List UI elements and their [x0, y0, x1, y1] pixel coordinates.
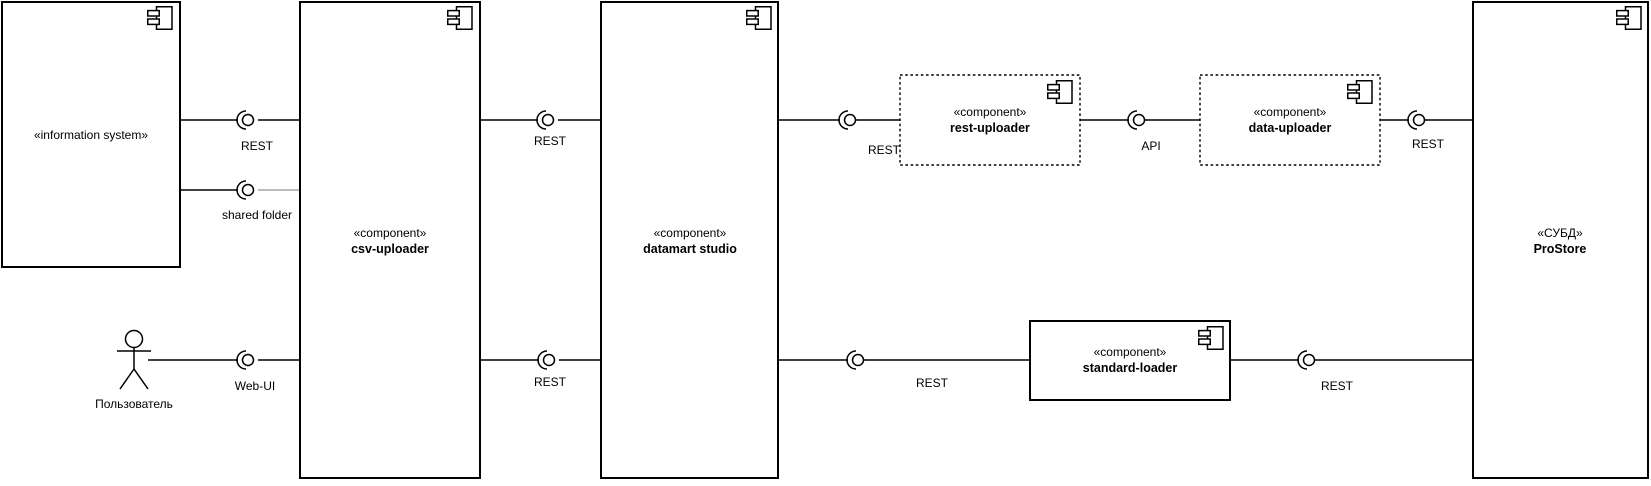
component-data-uploader[interactable]: «component» data-uploader [1199, 74, 1381, 166]
component-name: datamart studio [643, 242, 737, 256]
ball-socket-icon[interactable] [236, 180, 255, 200]
actor-head-icon [124, 329, 144, 349]
interface-label-rest: REST [534, 134, 567, 148]
component-name: data-uploader [1249, 121, 1332, 135]
component-stereotype: «component» [1094, 345, 1167, 359]
component-stereotype: «СУБД» [1537, 226, 1583, 240]
component-standard-loader[interactable]: «component» standard-loader [1029, 320, 1231, 401]
interface-label-rest: REST [1321, 379, 1354, 393]
ball-socket-icon[interactable] [846, 350, 865, 370]
component-stereotype: «component» [954, 105, 1027, 119]
component-name: standard-loader [1083, 361, 1178, 375]
ball-socket-icon[interactable] [1127, 110, 1146, 130]
ball-socket-icon[interactable] [236, 110, 255, 130]
ball-socket-icon[interactable] [537, 350, 556, 370]
component-information-system[interactable]: «information system» [1, 1, 181, 268]
interface-label-webui: Web-UI [235, 379, 275, 393]
interface-label-rest: REST [1412, 137, 1445, 151]
interface-label-shared-folder: shared folder [222, 208, 292, 222]
actor-user[interactable]: Пользователь [95, 329, 173, 412]
component-datamart-studio[interactable]: «component» datamart studio [600, 1, 779, 479]
ball-socket-icon[interactable] [838, 110, 857, 130]
actor-label: Пользователь [95, 397, 173, 411]
component-title: «information system» [34, 128, 148, 142]
component-prostore[interactable]: «СУБД» ProStore [1472, 1, 1649, 479]
interface-label-rest: REST [534, 375, 567, 389]
interface-label-api: API [1141, 139, 1160, 153]
ball-socket-icon[interactable] [536, 110, 555, 130]
component-name: ProStore [1534, 242, 1587, 256]
interface-label-rest: REST [916, 376, 949, 390]
component-stereotype: «component» [654, 226, 727, 240]
interface-labels: REST shared folder REST REST API REST We… [222, 134, 1445, 393]
ball-socket-icon[interactable] [1407, 110, 1426, 130]
actor-leg-icon [133, 368, 149, 390]
ball-socket-icon[interactable] [236, 350, 255, 370]
interface-label-rest: REST [241, 139, 274, 153]
component-stereotype: «component» [1254, 105, 1327, 119]
component-name: rest-uploader [950, 121, 1030, 135]
ball-socket-icon[interactable] [1297, 350, 1316, 370]
component-rest-uploader[interactable]: «component» rest-uploader [899, 74, 1081, 166]
component-csv-uploader[interactable]: «component» csv-uploader [299, 1, 481, 479]
component-name: csv-uploader [351, 242, 429, 256]
interface-label-rest: REST [868, 143, 901, 157]
edges [148, 119, 1473, 361]
actor-leg-icon [119, 368, 135, 390]
component-stereotype: «component» [354, 226, 427, 240]
